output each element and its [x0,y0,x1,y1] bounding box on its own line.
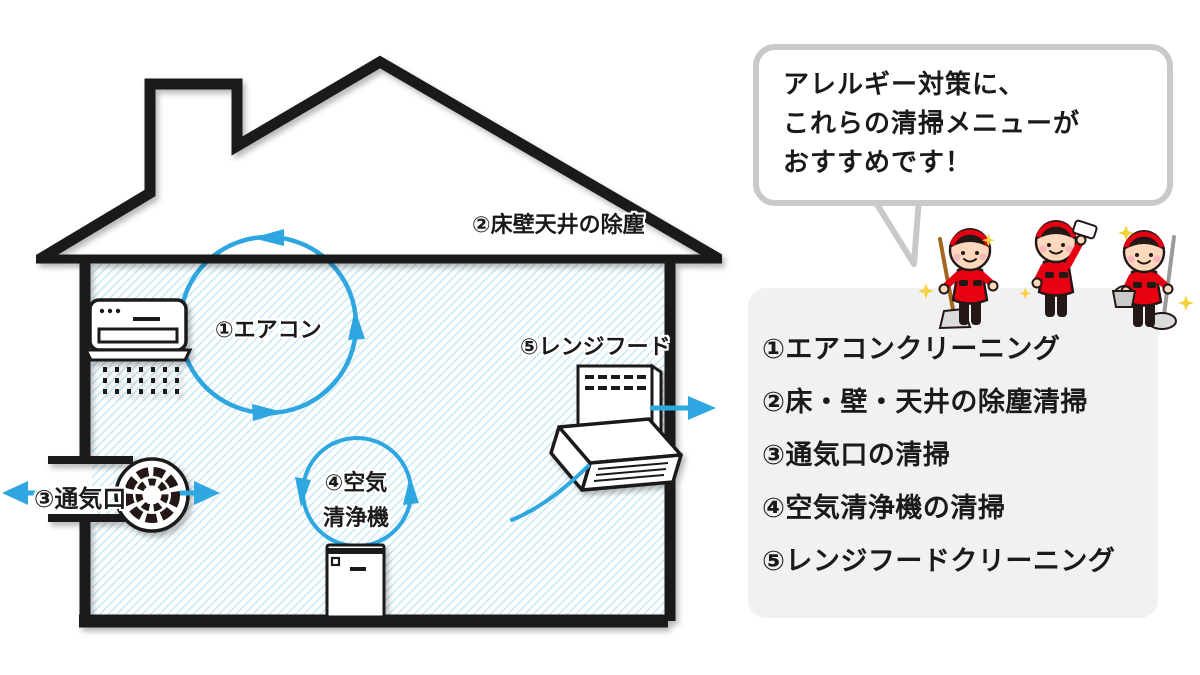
hood-exhaust-arrowhead-icon [688,396,716,420]
purifier-label-line2: 清浄機 [322,506,389,531]
menu-item-hood: ⑤レンジフードクリーニング [762,546,1116,577]
menu-item-dust: ②床・壁・天井の除塵清掃 [762,387,1088,418]
circulation-arrowheads [252,229,419,507]
hood-intake-curve [510,464,590,522]
hood-vent-dashes [585,375,646,390]
arrowhead-icon [348,309,365,340]
menu-item-purifier: ④空気清浄機の清掃 [762,493,1006,524]
airflow-arrows [2,396,716,522]
ac-label: ①エアコン [215,318,322,343]
vent-in-arrowhead-icon [194,481,220,505]
roof-outline [37,55,722,264]
vent-out-arrowhead-icon [2,481,28,505]
menu-item-ac: ①エアコンクリーニング [762,334,1061,365]
bubble-text-line1: アレルギー対策に、 [783,70,1026,100]
purifier-label: ④空気 清浄機 [320,466,392,536]
dust-label: ②床壁天井の除塵 [472,213,645,238]
hood-label: ⑤レンジフード [520,335,671,360]
vent-label: ③通気口 [34,485,127,513]
bubble-text-line2: これらの清掃メニューが [783,109,1081,139]
staff-with-mop [1111,230,1177,330]
range-hood-icon [549,363,683,492]
air-conditioner-icon [83,298,193,394]
speech-bubble-tail [870,198,922,267]
arrowhead-icon [295,477,311,507]
sparkle-icon [918,283,934,299]
speech-bubble: アレルギー対策に、 これらの清掃メニューが おすすめです！ [753,44,1173,206]
menu-item-vent: ③通気口の清掃 [762,440,951,471]
sparkle-icon [1178,295,1194,311]
purifier-label-line1: ④空気 [324,471,388,496]
bucket-icon [1111,290,1137,308]
house-structure [36,55,722,628]
air-purifier-icon [325,543,386,622]
cleaning-staff-illustration [918,213,1194,330]
ac-airflow-dots [103,367,179,394]
sparkle-icon [1019,287,1032,300]
vent-fan-icon [114,457,190,533]
mop-icon [1162,235,1176,317]
arrowhead-icon [252,229,284,246]
broom-icon [938,237,956,317]
staff-with-broom [938,228,999,330]
arrowhead-icon [252,404,283,421]
bubble-text-line3: おすすめです！ [783,148,973,178]
staff-with-cloth [1031,219,1098,317]
arrowhead-icon [403,476,419,505]
cloth-icon [1072,219,1098,240]
cleaning-menu-box: ①エアコンクリーニング ②床・壁・天井の除塵清掃 ③通気口の清掃 ④空気清浄機の… [748,288,1158,618]
